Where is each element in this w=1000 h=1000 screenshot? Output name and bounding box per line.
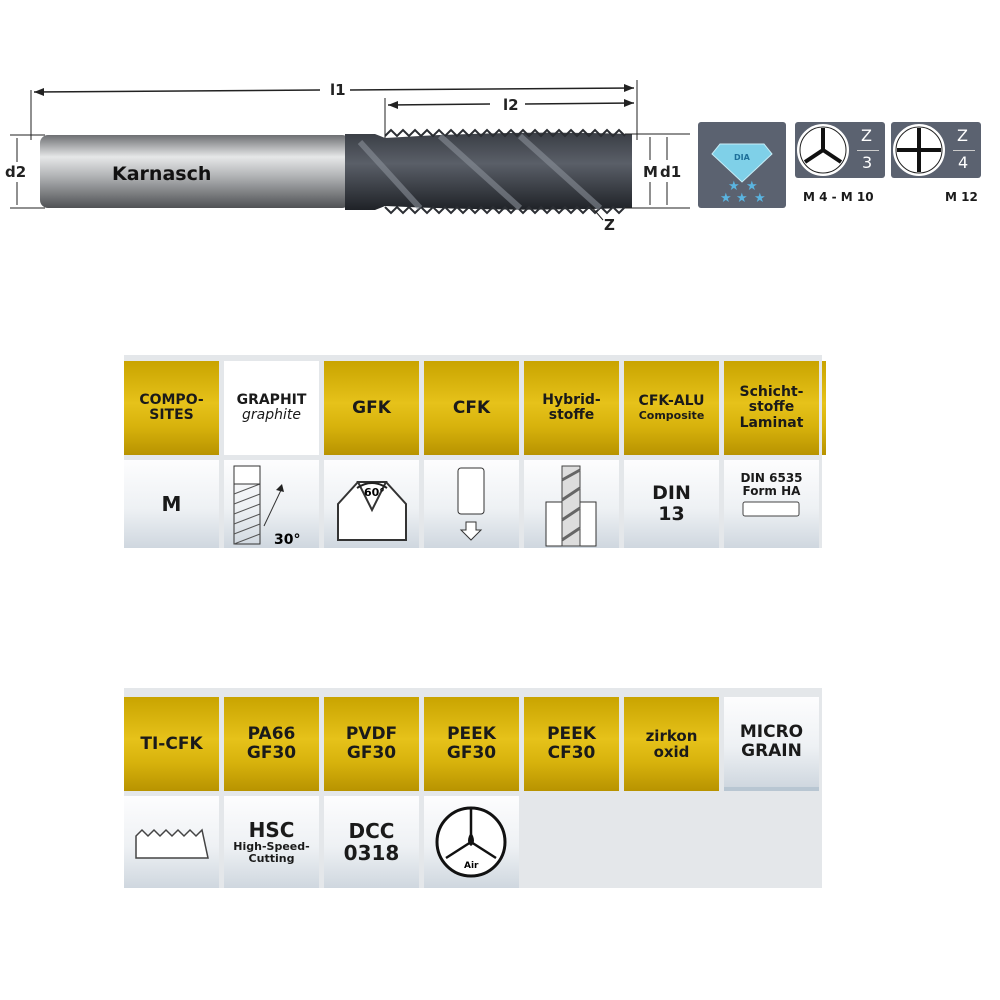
z4-count: 4	[958, 153, 969, 172]
helix-30-icon: 30°	[224, 460, 319, 548]
shank-form-ha-icon	[742, 501, 799, 517]
svg-text:★: ★	[720, 191, 732, 206]
air-label: Air	[464, 861, 479, 871]
svg-text:★: ★	[728, 179, 740, 194]
diamond-coating-badge: DIA ★★★★★	[698, 122, 786, 208]
angle-30: 30°	[274, 532, 300, 548]
svg-text:★: ★	[736, 191, 748, 206]
hybrid-drill-icon	[524, 460, 619, 548]
svg-text:★: ★	[754, 191, 766, 206]
header-gfk: GFK	[324, 361, 419, 455]
z-label: Z	[604, 216, 615, 234]
svg-text:★: ★	[746, 179, 758, 194]
z3-count: 3	[862, 153, 873, 172]
header-cfk: CFK	[424, 361, 519, 455]
diamond-icon: DIA ★★★★★	[711, 143, 773, 206]
l1-label: l1	[330, 81, 346, 99]
dia-text: DIA	[734, 153, 751, 162]
flutes-z3-badge: Z 3	[795, 122, 885, 178]
header-ti-cfk: TI-CFK	[124, 697, 219, 791]
m-label: M	[643, 163, 658, 181]
z3-z: Z	[861, 126, 872, 145]
brand-logo: Karnasch	[112, 163, 211, 185]
angle-60: 60°	[364, 486, 385, 499]
angle-60-icon: 60°	[324, 460, 419, 548]
header-hybridstoffe: Hybrid-stoffe	[524, 361, 619, 455]
z3-range: M 4 - M 10	[803, 190, 874, 204]
z3-cross-section-icon	[795, 122, 851, 178]
type-m: M	[124, 460, 219, 548]
z4-z: Z	[957, 126, 968, 145]
header-composites: COMPO-SITES	[124, 361, 219, 455]
d2-label: d2	[5, 163, 26, 181]
z4-range: M 12	[945, 190, 978, 204]
d1-label: d1	[660, 163, 681, 181]
plunge-icon	[424, 460, 519, 548]
l2-label: l2	[503, 96, 519, 114]
tool-drawing: l1 l2 Karnasch d2 M d1 Z	[5, 80, 690, 234]
internal-coolant-air-icon: Air	[424, 796, 519, 888]
flutes-z4-badge: Z 4	[891, 122, 981, 178]
thread-profile-icon	[124, 796, 219, 888]
z4-cross-section-icon	[891, 122, 947, 178]
